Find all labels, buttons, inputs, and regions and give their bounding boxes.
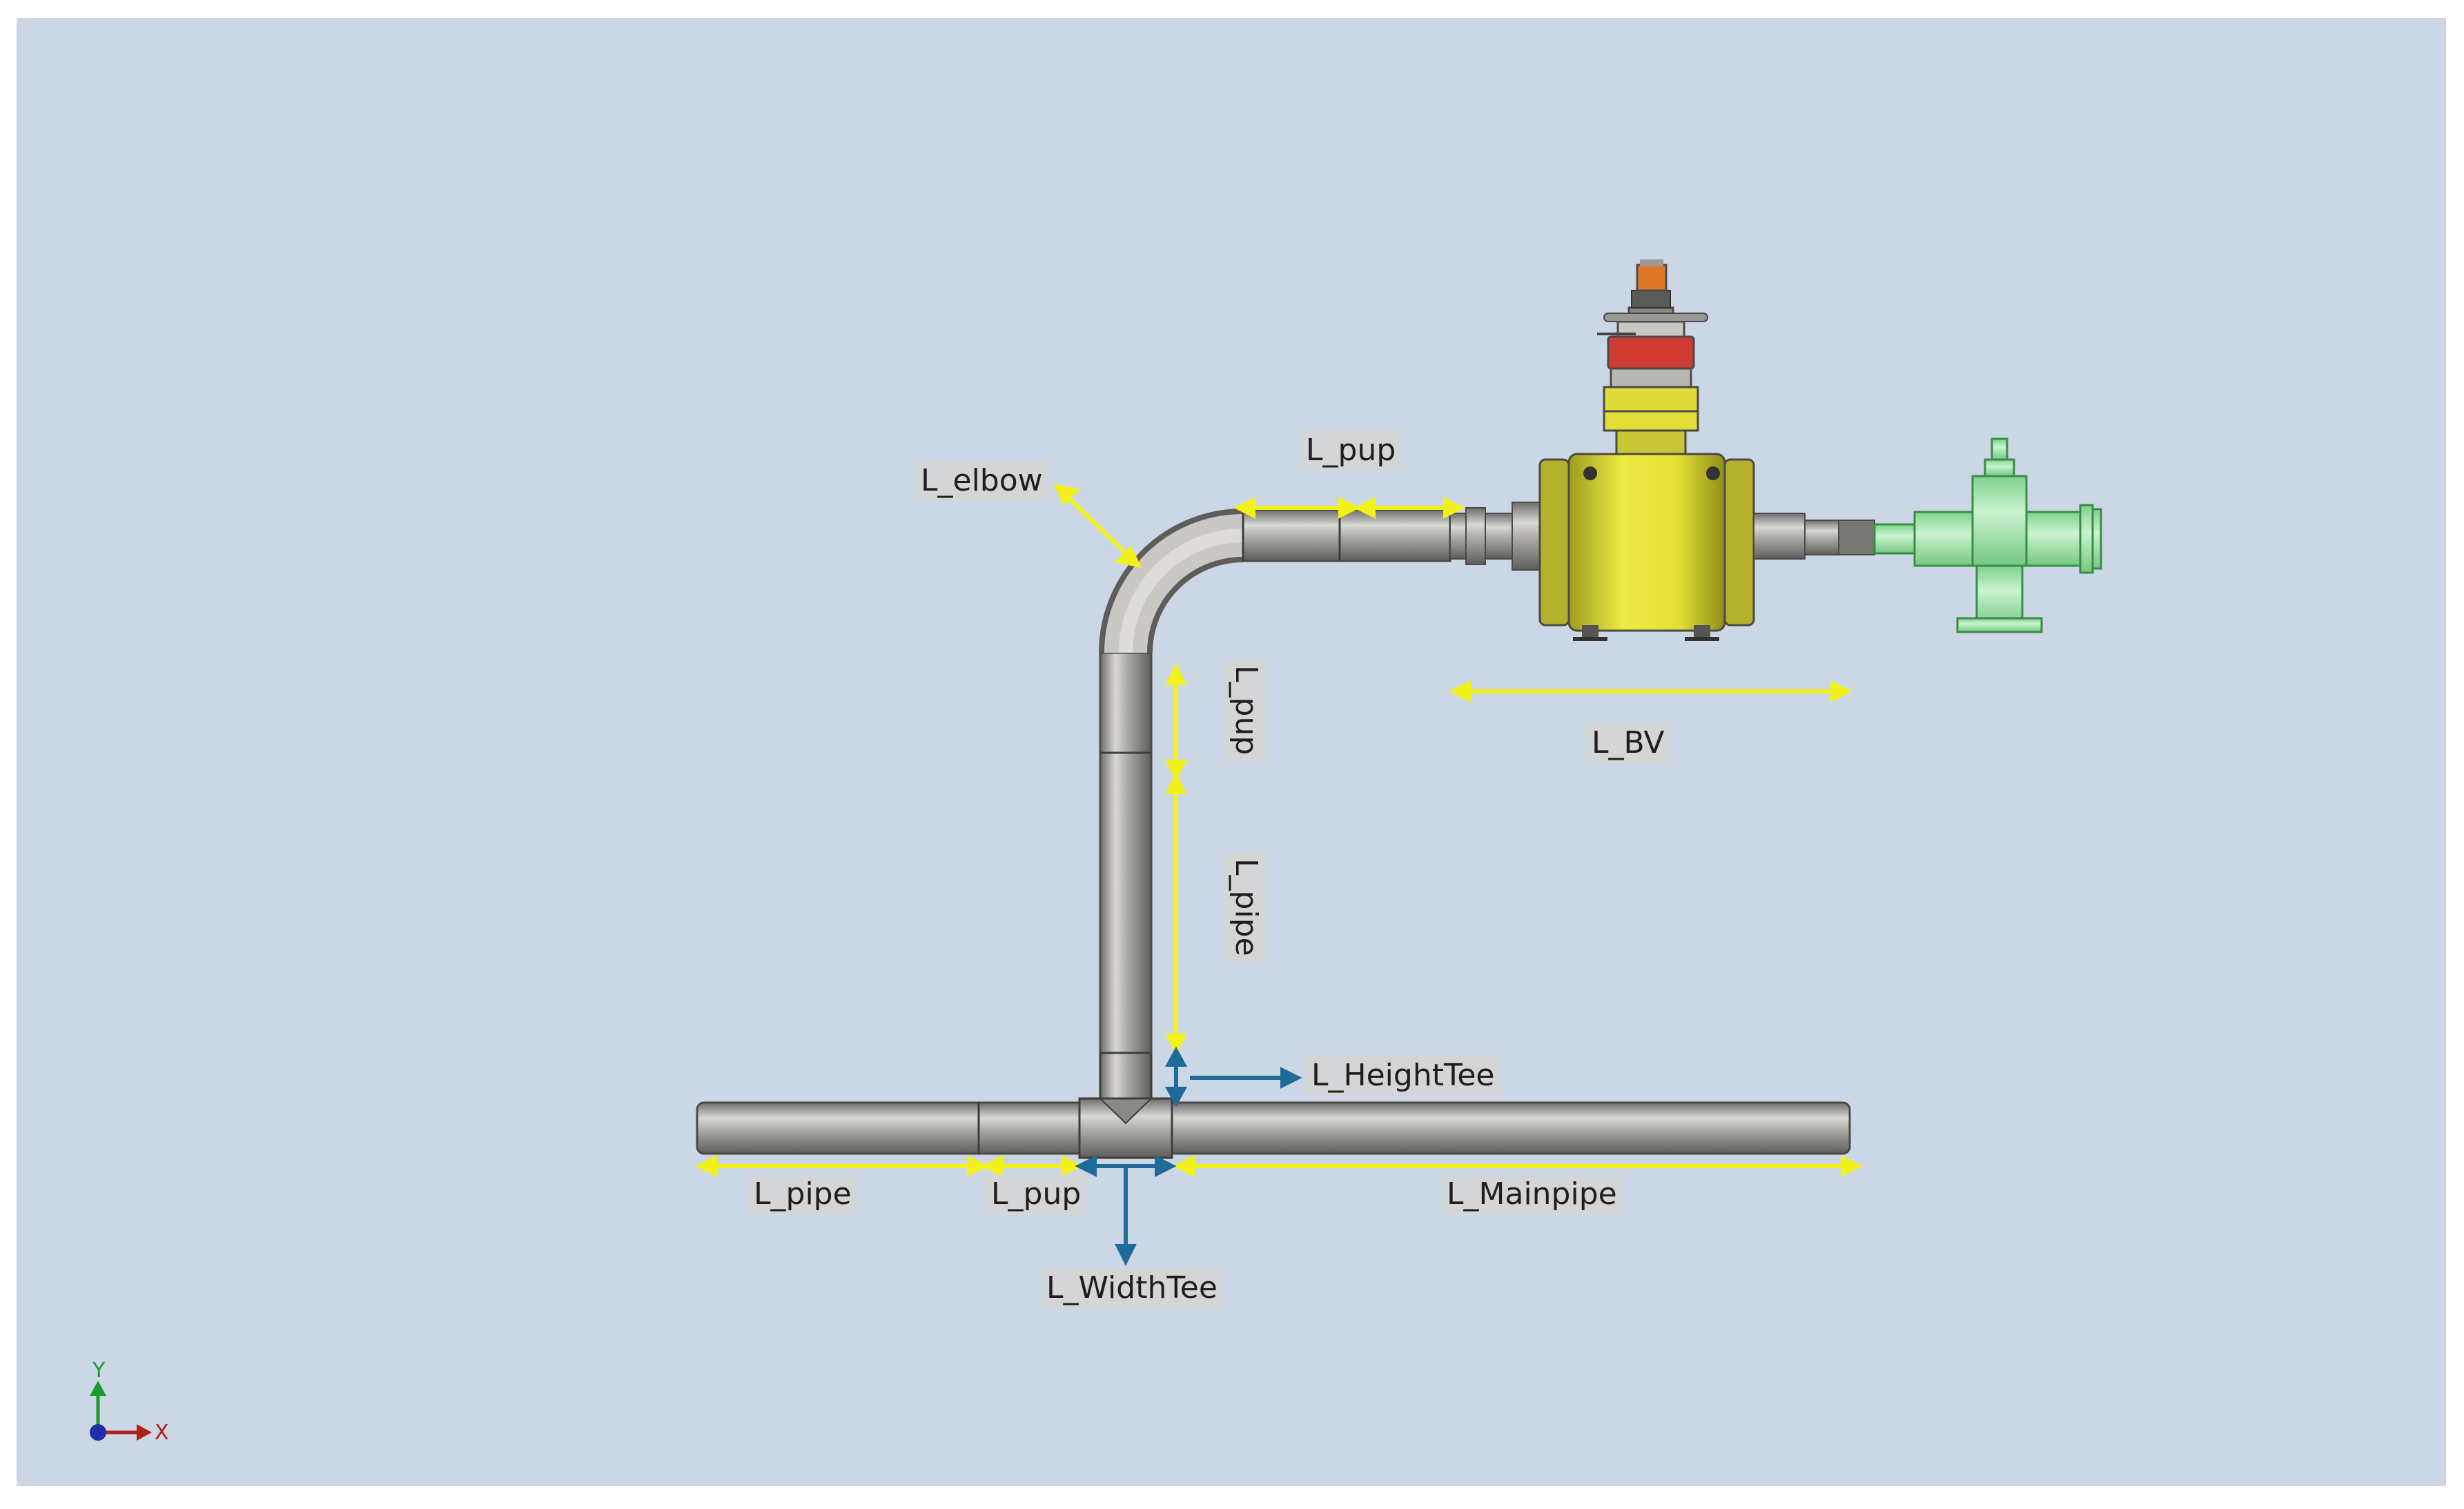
vertical-pipe: [1099, 651, 1153, 1054]
axis-triad: Y X: [90, 1359, 169, 1445]
dimension-arrows: [695, 483, 1863, 1177]
label-l-pup-top: L_pup: [1300, 431, 1402, 471]
label-l-pup-bottom: L_pup: [986, 1174, 1087, 1214]
tee-fitting: [1078, 1052, 1173, 1159]
label-l-bv: L_BV: [1586, 723, 1670, 763]
upper-pipe: [1242, 502, 1541, 571]
elbow-fitting: [1099, 509, 1244, 653]
label-l-mainpipe: L_Mainpipe: [1441, 1174, 1623, 1214]
label-l-heighttee: L_HeightTee: [1306, 1056, 1500, 1096]
x-axis-label: X: [155, 1421, 169, 1445]
label-l-elbow: L_elbow: [915, 461, 1048, 501]
valve-actuator: [1597, 259, 1708, 455]
label-l-widthtee: L_WidthTee: [1041, 1268, 1223, 1308]
piping-diagram: Y X: [90, 259, 2102, 1445]
label-l-pipe-bottom: L_pipe: [748, 1174, 857, 1214]
cad-viewport[interactable]: Y X L_elbow L_pup L_pup L_pipe L_BV L_He…: [17, 18, 2446, 1486]
label-l-pup-vertical: L_pup: [1226, 660, 1266, 761]
ball-valve: [1538, 453, 1755, 641]
y-axis-label: Y: [92, 1359, 106, 1383]
right-pipe-spool: [1753, 513, 1875, 560]
elbow-dimension-arrow: [1061, 491, 1134, 561]
green-flange: [1873, 437, 2102, 633]
main-pipe: [696, 1101, 1851, 1155]
tee-arrows: [1075, 1046, 1302, 1266]
label-l-pipe-vertical: L_pipe: [1226, 853, 1266, 962]
